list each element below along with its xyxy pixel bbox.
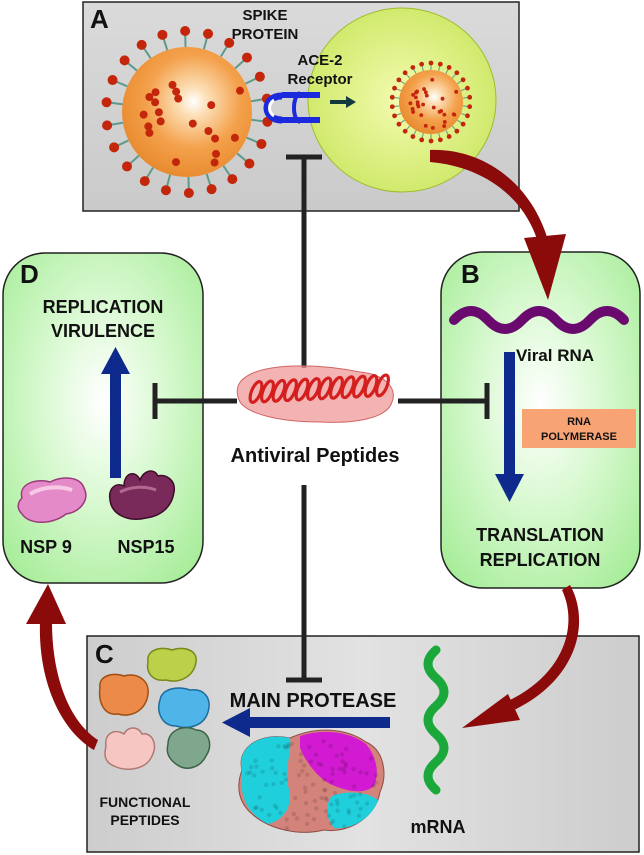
virus-particle	[122, 47, 252, 177]
entry-arrow	[330, 96, 356, 108]
spike-protein-label-1: SPIKE	[242, 7, 287, 24]
panel-a: A SPIKE PROTEIN ACE-2 Receptor	[82, 1, 520, 212]
rna-polymerase-box	[522, 409, 636, 448]
viral-rna-strand	[449, 306, 629, 334]
b-down-arrow	[495, 352, 524, 502]
functional-label-1: FUNCTIONAL	[100, 794, 191, 810]
arrow-c-to-d	[39, 622, 98, 750]
virus-surface-dots	[139, 80, 244, 167]
protease-structure	[238, 729, 385, 833]
ace2-label-1: ACE-2	[297, 52, 342, 69]
functional-label-2: PEPTIDES	[110, 812, 179, 828]
d-up-arrow	[101, 347, 130, 478]
panel-c: C FUNCTIONAL PEPTIDES MAIN PROTEASE mRNA	[86, 635, 640, 853]
small-virus-particle	[399, 70, 463, 134]
main-protease-label: MAIN PROTEASE	[230, 690, 397, 712]
rna-polymerase-label-2: POLYMERASE	[541, 431, 617, 443]
virus-spikes	[101, 26, 273, 198]
panel-d: D REPLICATION VIRULENCE NSP 9 NSP15	[2, 252, 204, 584]
arrow-b-to-c	[506, 585, 580, 712]
panel-d-letter: D	[20, 259, 39, 289]
translation-label: TRANSLATION	[476, 525, 604, 545]
ace2-receptor	[263, 91, 320, 124]
cycle-arrows	[26, 149, 580, 750]
inhibition-lines	[152, 154, 490, 683]
panel-b: B Viral RNA RNA POLYMERASE TRANSLATION R…	[440, 251, 641, 589]
spike-protein-label-2: PROTEIN	[232, 26, 299, 43]
rna-polymerase-label-1: RNA	[567, 416, 591, 428]
helix-peptide	[236, 365, 394, 423]
viral-rna-label: Viral RNA	[516, 346, 594, 365]
replication-label: REPLICATION	[480, 550, 601, 570]
small-virus-spikes	[389, 60, 473, 144]
nsp15-protein	[108, 470, 175, 520]
functional-peptide-blobs	[98, 647, 211, 770]
antiviral-peptides-label: Antiviral Peptides	[231, 445, 400, 467]
d-replication-label: REPLICATION	[43, 297, 164, 317]
d-virulence-label: VIRULENCE	[51, 321, 155, 341]
mrna-label: mRNA	[410, 817, 465, 837]
panel-a-letter: A	[90, 4, 109, 34]
panel-c-letter: C	[95, 639, 114, 669]
arrow-a-to-b	[430, 149, 548, 242]
ace2-label-2: Receptor	[287, 71, 352, 88]
small-virus-dots	[408, 77, 459, 130]
panel-b-letter: B	[461, 259, 480, 289]
nsp15-label: NSP15	[117, 537, 174, 557]
nsp9-label: NSP 9	[20, 537, 72, 557]
mrna-strand	[423, 645, 449, 795]
protease-arrow	[222, 708, 390, 737]
